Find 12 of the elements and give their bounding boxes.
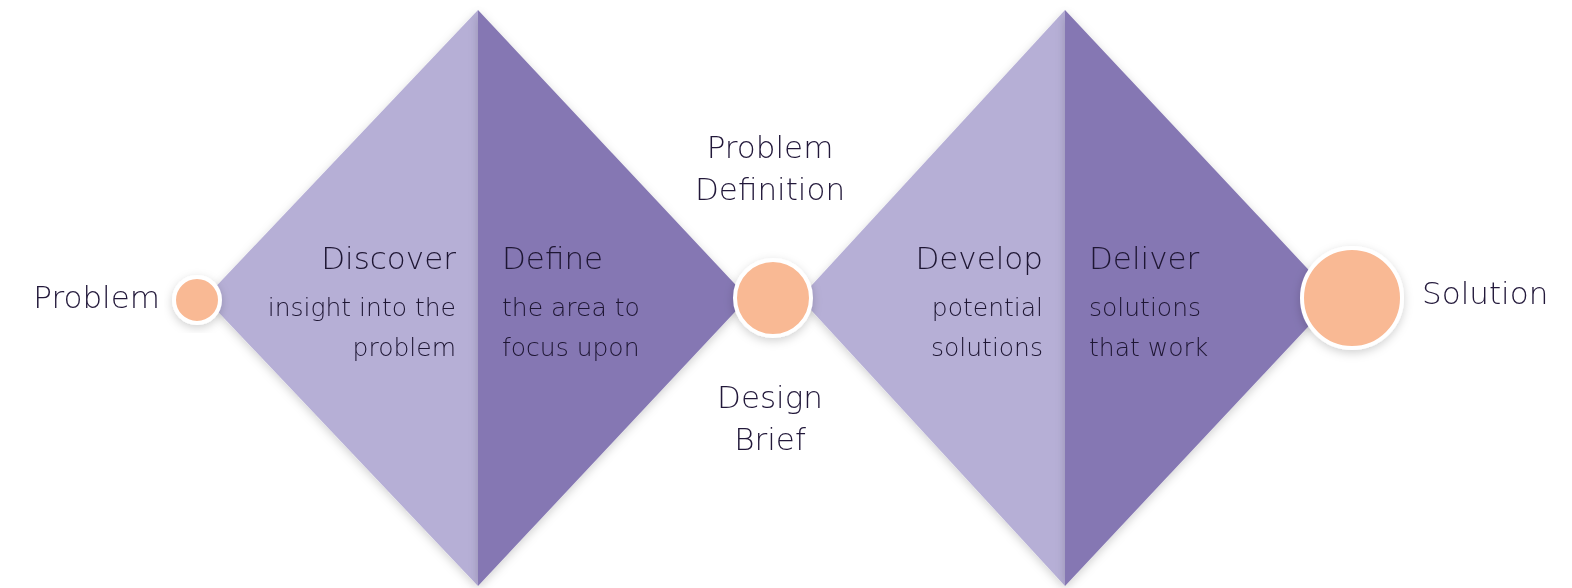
phase-description: solutions that work [1089, 292, 1210, 364]
phase-description: the area to focus upon [502, 292, 641, 364]
phase-description: potential solutions [929, 292, 1043, 364]
phase-title: Discover [320, 239, 456, 278]
phase-description: insight into the problem [266, 292, 456, 364]
phase-title: Develop [914, 239, 1043, 278]
milestone-label: Problem Definition [693, 128, 847, 209]
phase-title: Deliver [1089, 239, 1201, 278]
milestone-label: Solution [1422, 274, 1550, 313]
phase-title: Define [502, 239, 605, 278]
milestone-label: Design Brief [716, 378, 824, 459]
milestone-label: Problem [32, 278, 160, 317]
